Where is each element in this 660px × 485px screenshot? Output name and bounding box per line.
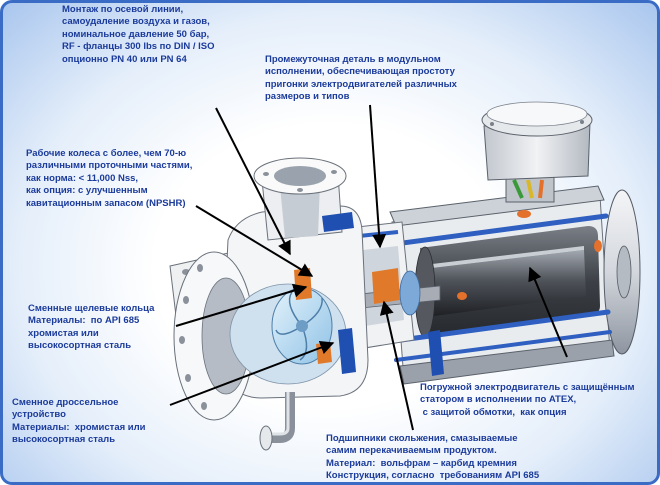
bearing-sleeve — [399, 270, 421, 316]
rotor — [432, 250, 586, 316]
tie-rod-top — [377, 213, 609, 249]
discharge-nozzle-cutaway — [280, 183, 320, 238]
annotation-motor: Погружной электродвигатель с защищённым … — [420, 382, 635, 418]
throttle-bush-blue — [338, 328, 356, 374]
lid-bolt — [490, 122, 494, 126]
suction-flange-bolt-hole — [201, 402, 207, 410]
annotation-bearings: Подшипники скольжения, смазываемые самим… — [326, 433, 540, 482]
casing-blue-part-top — [322, 212, 354, 232]
lid-bolt — [580, 120, 584, 124]
annotation-wear-rings: Сменные щелевые кольца Материалы: по API… — [28, 303, 155, 352]
motor-support-foot — [428, 330, 444, 376]
motor-end-cap-hub — [616, 245, 632, 299]
annotation-impellers: Рабочие колеса с более, чем 70-ю различн… — [26, 148, 193, 209]
terminal-box-lid-top — [486, 101, 588, 127]
suction-flange-bolt-hole — [183, 296, 189, 304]
annotation-intermediate-piece: Промежуточная деталь в модульном исполне… — [265, 54, 457, 103]
annotation-throttle: Сменное дроссельное устройство Материалы… — [12, 397, 146, 446]
bearing-ring-orange — [372, 268, 400, 304]
discharge-flange-bolt-hole — [297, 188, 303, 192]
cable-orange — [538, 179, 544, 199]
drain-pipe-tube — [272, 392, 295, 443]
motor-detail-orange-3 — [594, 240, 602, 252]
terminal-box — [481, 101, 593, 203]
discharge-flange-bore — [274, 166, 326, 186]
drain-flange — [259, 425, 273, 451]
callout-arrows — [169, 104, 568, 431]
cable-green — [512, 179, 524, 199]
suction-flange-bolt-hole — [185, 374, 191, 382]
arrow-impellers — [195, 205, 314, 277]
impeller-hub — [296, 320, 308, 332]
arrow-bearings — [379, 300, 414, 431]
tie-rod-middle — [383, 309, 611, 345]
motor-detail-orange-2 — [457, 292, 467, 300]
arrow-wear-rings — [175, 283, 308, 327]
drain-pipe — [259, 392, 295, 451]
arrow-motor — [528, 266, 568, 358]
arrow-mounting — [215, 107, 291, 256]
annotation-mounting: Монтаж по осевой линии, самоудаление воз… — [62, 4, 215, 65]
suction-flange-bolt-hole — [179, 336, 185, 344]
suction-flange-bolt-hole — [197, 264, 203, 272]
arrow-throttle — [169, 340, 335, 406]
pump-casing — [169, 157, 369, 421]
motor-shell-bottom — [399, 339, 615, 385]
arrow-intermediate-piece — [369, 104, 387, 249]
cable-yellow — [526, 179, 534, 199]
wear-ring-upper — [294, 268, 312, 300]
motor-detail-orange-1 — [517, 210, 531, 218]
discharge-flange-bolt-hole — [263, 172, 269, 176]
drain-pipe-highlight — [272, 392, 290, 436]
discharge-flange-bolt-hole — [331, 170, 337, 174]
motor — [377, 185, 641, 385]
containment-can — [432, 246, 584, 268]
